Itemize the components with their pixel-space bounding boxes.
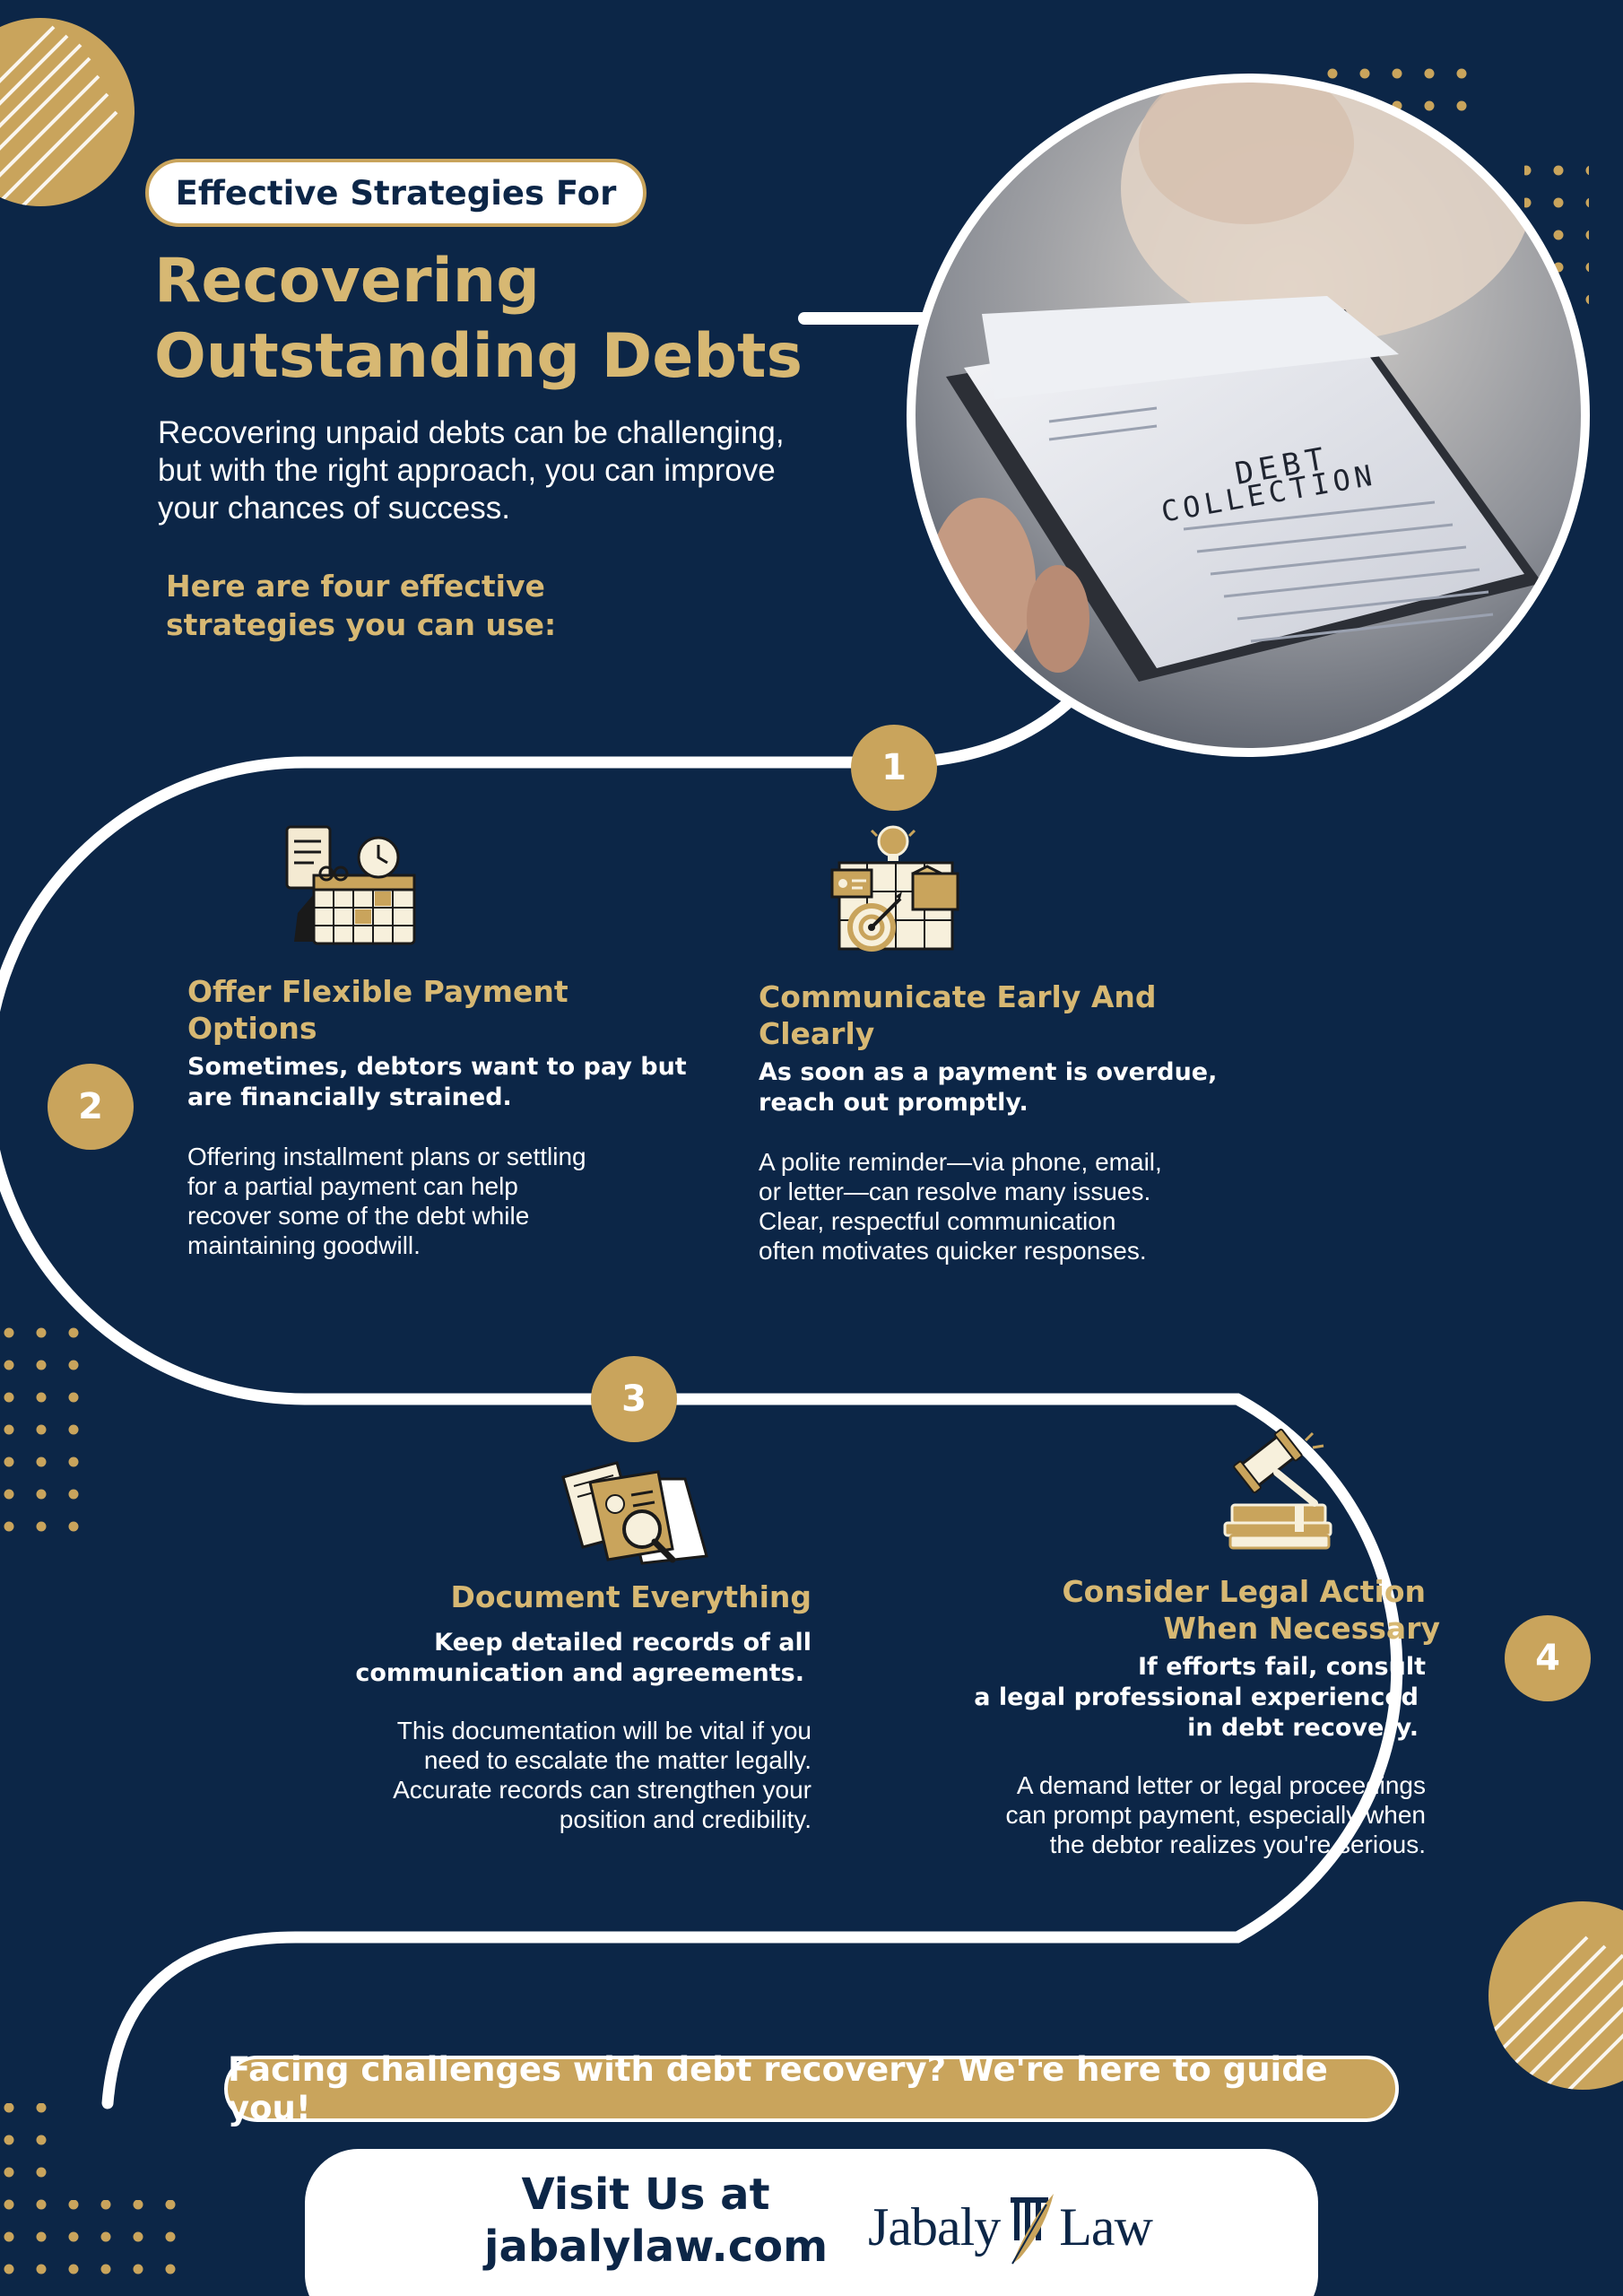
step-badge-1: 1 bbox=[851, 725, 937, 811]
timeline-path bbox=[0, 693, 1403, 2109]
step-4-body-line2: can prompt payment, especially when bbox=[1005, 1801, 1426, 1829]
strategies-intro-line2: strategies you can use: bbox=[166, 607, 557, 642]
step-4-lead: If efforts fail, consult a legal profess… bbox=[915, 1652, 1447, 1744]
page-title-line2: Outstanding Debts bbox=[154, 321, 803, 392]
step-2-title-line2: Options bbox=[187, 1011, 317, 1046]
logo-text-left: Jabaly bbox=[868, 2196, 1001, 2257]
decor-dots-left bbox=[2, 1309, 99, 1535]
step-3-body-line1: This documentation will be vital if you bbox=[396, 1717, 812, 1744]
page-title-line1: Recovering bbox=[154, 246, 540, 317]
strategies-intro: Here are four effective strategies you c… bbox=[166, 567, 556, 644]
step-4-body-line1: A demand letter or legal proceedings bbox=[1016, 1771, 1426, 1799]
gavel-books-icon bbox=[1223, 1428, 1332, 1550]
step-2-body-line1: Offering installment plans or settling bbox=[187, 1143, 586, 1170]
step-4-lead-line1: If efforts fail, consult bbox=[1138, 1653, 1426, 1681]
step-2-block: Offer Flexible Payment Options Sometimes… bbox=[187, 973, 690, 1260]
step-4-title-line1: Consider Legal Action bbox=[1062, 1574, 1426, 1609]
step-2-body: Offering installment plans or settling f… bbox=[187, 1142, 690, 1260]
step-1-body-line4: often motivates quicker responses. bbox=[759, 1237, 1147, 1265]
pillar-feather-icon bbox=[1011, 2194, 1055, 2265]
header-pill-label: Effective Strategies For bbox=[175, 173, 617, 213]
step-badge-3: 3 bbox=[591, 1356, 677, 1442]
step-3-body-line4: position and credibility. bbox=[559, 1805, 812, 1833]
strategies-intro-line1: Here are four effective bbox=[166, 569, 545, 604]
step-2-lead: Sometimes, debtors want to pay but are f… bbox=[187, 1052, 690, 1113]
intro-paragraph: Recovering unpaid debts can be challengi… bbox=[158, 414, 785, 527]
step-3-block: Document Everything Keep detailed record… bbox=[273, 1578, 812, 1834]
visit-us-line1: Visit Us at bbox=[521, 2170, 770, 2220]
step-3-body-line3: Accurate records can strengthen your bbox=[393, 1776, 812, 1804]
step-3-body-line2: need to escalate the matter legally. bbox=[423, 1746, 812, 1774]
step-1-title-line2: Clearly bbox=[759, 1016, 875, 1051]
page-title: Recovering Outstanding Debts bbox=[154, 244, 803, 395]
step-3-body: This documentation will be vital if you … bbox=[273, 1716, 812, 1834]
step-2-lead-line1: Sometimes, debtors want to pay but bbox=[187, 1053, 687, 1081]
intro-line1: Recovering unpaid debts can be challengi… bbox=[158, 415, 785, 450]
intro-line3: your chances of success. bbox=[158, 491, 510, 526]
step-4-lead-line3: in debt recovery. bbox=[1187, 1714, 1419, 1742]
step-3-lead-line1: Keep detailed records of all bbox=[434, 1629, 812, 1657]
intro-line2: but with the right approach, you can imp… bbox=[158, 453, 776, 488]
logo-text-right: Law bbox=[1059, 2196, 1153, 2257]
step-badge-4: 4 bbox=[1505, 1615, 1591, 1701]
step-3-lead: Keep detailed records of all communicati… bbox=[273, 1628, 812, 1689]
decor-circle-top-left bbox=[0, 18, 135, 206]
cta-banner[interactable]: Facing challenges with debt recovery? We… bbox=[224, 2050, 1399, 2127]
jabaly-law-logo: Jabaly Law bbox=[868, 2187, 1173, 2267]
header-pill: Effective Strategies For bbox=[145, 159, 647, 227]
step-1-lead-line2: reach out promptly. bbox=[759, 1089, 1028, 1117]
calendar-schedule-icon bbox=[285, 825, 416, 945]
visit-us-link[interactable]: Visit Us at jabalylaw.com bbox=[484, 2169, 829, 2273]
step-2-title: Offer Flexible Payment Options bbox=[187, 973, 690, 1047]
decor-dots-bottom-left bbox=[2, 2103, 66, 2200]
step-1-body-line2: or letter—can resolve many issues. bbox=[759, 1178, 1151, 1205]
footer-card bbox=[305, 2149, 1318, 2296]
document-search-icon bbox=[561, 1461, 708, 1565]
step-1-title-line1: Communicate Early And bbox=[759, 979, 1157, 1014]
step-1-body: A polite reminder—via phone, email, or l… bbox=[759, 1147, 1261, 1265]
step-3-lead-line2: communication and agreements. bbox=[355, 1659, 804, 1687]
step-2-lead-line2: are financially strained. bbox=[187, 1083, 512, 1111]
step-1-block: Communicate Early And Clearly As soon as… bbox=[759, 978, 1261, 1265]
debt-collection-photo bbox=[907, 74, 1590, 757]
step-1-body-line1: A polite reminder—via phone, email, bbox=[759, 1148, 1162, 1176]
cta-banner-text: Facing challenges with debt recovery? We… bbox=[228, 2050, 1328, 2127]
decor-circle-bottom-right bbox=[1488, 1901, 1623, 2090]
website-url[interactable]: jabalylaw.com bbox=[484, 2222, 829, 2272]
step-1-lead-line1: As soon as a payment is overdue, bbox=[759, 1058, 1218, 1086]
step-2-title-line1: Offer Flexible Payment bbox=[187, 974, 568, 1009]
step-4-body-line3: the debtor realizes you're serious. bbox=[1049, 1831, 1426, 1858]
step-1-lead: As soon as a payment is overdue, reach o… bbox=[759, 1057, 1261, 1118]
step-1-body-line3: Clear, respectful communication bbox=[759, 1207, 1116, 1235]
step-4-title-line2: When Necessary bbox=[1163, 1611, 1440, 1646]
step-2-body-line3: recover some of the debt while bbox=[187, 1202, 530, 1230]
step-badge-2: 2 bbox=[48, 1064, 134, 1150]
step-4-block: Consider Legal Action When Necessary If … bbox=[915, 1573, 1447, 1859]
step-2-body-line4: maintaining goodwill. bbox=[187, 1231, 421, 1259]
step-3-title: Document Everything bbox=[450, 1579, 812, 1614]
step-4-lead-line2: a legal professional experienced bbox=[974, 1683, 1419, 1711]
step-2-body-line2: for a partial payment can help bbox=[187, 1172, 518, 1200]
decor-dots-bottom-left-2 bbox=[2, 2200, 195, 2296]
step-1-title: Communicate Early And Clearly bbox=[759, 978, 1261, 1052]
step-4-title: Consider Legal Action When Necessary bbox=[915, 1573, 1447, 1647]
planning-board-icon bbox=[830, 825, 959, 952]
step-4-body: A demand letter or legal proceedings can… bbox=[915, 1770, 1447, 1859]
